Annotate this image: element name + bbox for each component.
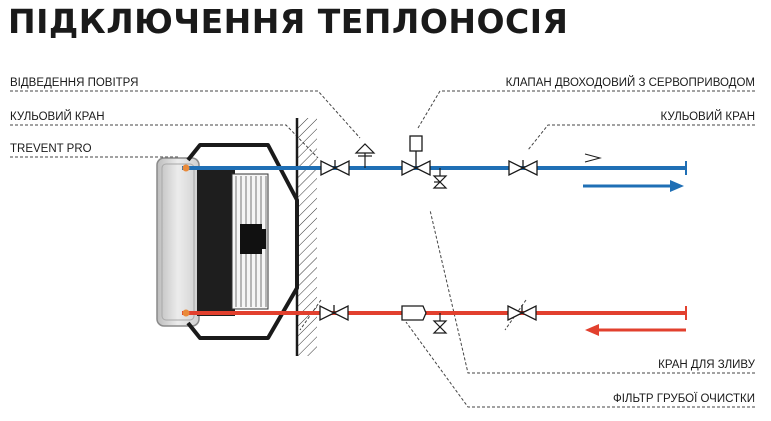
label-coarse-filter: ФІЛЬТР ГРУБОЇ ОЧИСТКИ <box>612 393 755 405</box>
supply-flow-arrow <box>583 180 684 192</box>
two-way-valve-with-servo <box>401 135 431 177</box>
label-two-way-valve: КЛАПАН ДВОХОДОВИЙ З СЕРВОПРИВОДОМ <box>505 77 755 89</box>
coarse-filter <box>401 305 427 321</box>
supply-pipe <box>182 161 687 175</box>
label-drain-valve: КРАН ДЛЯ ЗЛИВУ <box>658 359 755 371</box>
wall <box>295 118 317 356</box>
return-pipe <box>182 306 687 320</box>
label-unit: TREVENT PRO <box>10 143 92 155</box>
ball-valve-supply-left <box>320 159 350 177</box>
mounting-bracket <box>186 143 299 340</box>
drain-valve-return <box>432 313 448 334</box>
trevent-pro-unit <box>156 157 269 327</box>
slope-indicator <box>584 153 602 163</box>
label-ball-valve-left: КУЛЬОВИЙ КРАН <box>10 111 105 123</box>
drain-valve <box>432 168 448 189</box>
return-flow-arrow <box>585 324 686 336</box>
page-title: ПІДКЛЮЧЕННЯ ТЕПЛОНОСІЯ <box>8 2 569 41</box>
leader-lines <box>10 90 755 408</box>
label-ball-valve-right: КУЛЬОВИЙ КРАН <box>660 111 755 123</box>
ball-valve-return-right <box>507 304 537 322</box>
label-air-vent: ВІДВЕДЕННЯ ПОВІТРЯ <box>10 77 139 89</box>
air-vent <box>354 143 376 168</box>
ball-valve-return-left <box>319 304 349 322</box>
ball-valve-supply-right <box>508 159 538 177</box>
